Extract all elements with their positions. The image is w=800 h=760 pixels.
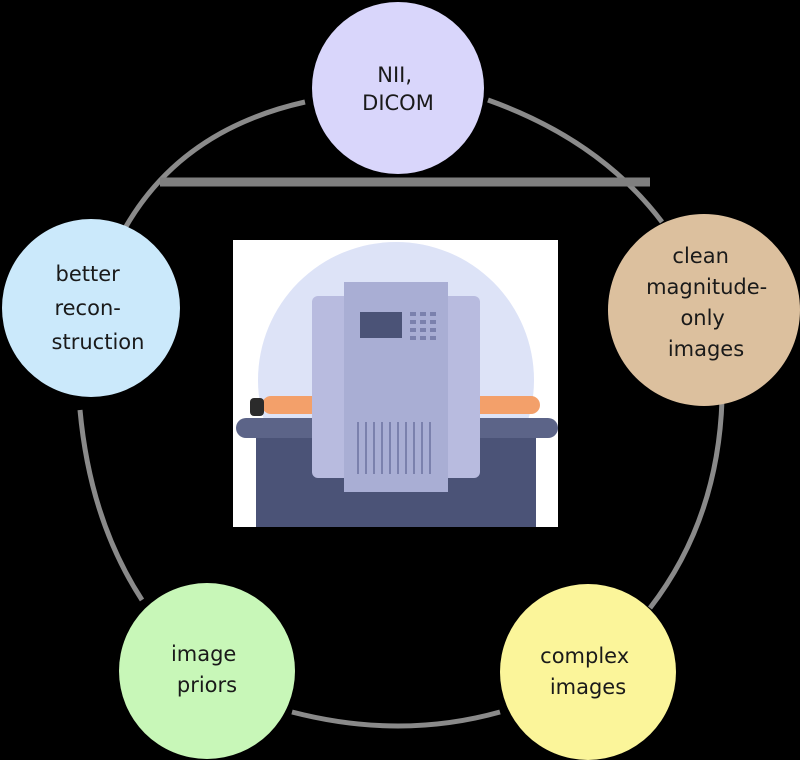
node-nii-dicom-label: NII, DICOM xyxy=(362,63,434,115)
node-better-reconstruction-label: better recon- struction xyxy=(52,262,145,354)
arrow-nii-to-clean xyxy=(487,97,664,224)
scanner-vent xyxy=(357,422,431,474)
node-circle xyxy=(2,219,180,397)
arrow-clean-to-complex xyxy=(648,399,725,610)
node-better-reconstruction: better recon- struction xyxy=(2,219,180,397)
arrow-priors-to-better xyxy=(77,409,145,602)
node-image-priors-label: image priors xyxy=(171,642,243,697)
scanner-screen xyxy=(360,312,402,338)
cycle-arrows xyxy=(77,97,725,729)
scanner-side-right xyxy=(440,296,480,478)
node-complex-images: complex images xyxy=(500,584,676,760)
scanner-side-left xyxy=(312,296,352,478)
node-image-priors: image priors xyxy=(119,583,295,759)
node-clean-magnitude-label: clean magnitude- only images xyxy=(646,244,774,361)
node-complex-images-label: complex images xyxy=(540,644,636,699)
node-clean-magnitude: clean magnitude- only images xyxy=(608,214,800,406)
node-circle xyxy=(119,583,295,759)
mri-scanner-illustration xyxy=(233,240,558,527)
arrow-better-to-nii xyxy=(121,99,306,232)
node-circle xyxy=(608,214,800,406)
node-circle xyxy=(312,2,484,174)
scanner-keypad xyxy=(410,312,436,340)
patient-hair xyxy=(250,398,264,416)
node-nii-dicom: NII, DICOM xyxy=(312,2,484,174)
node-circle xyxy=(500,584,676,760)
arrow-complex-to-priors xyxy=(291,709,501,729)
